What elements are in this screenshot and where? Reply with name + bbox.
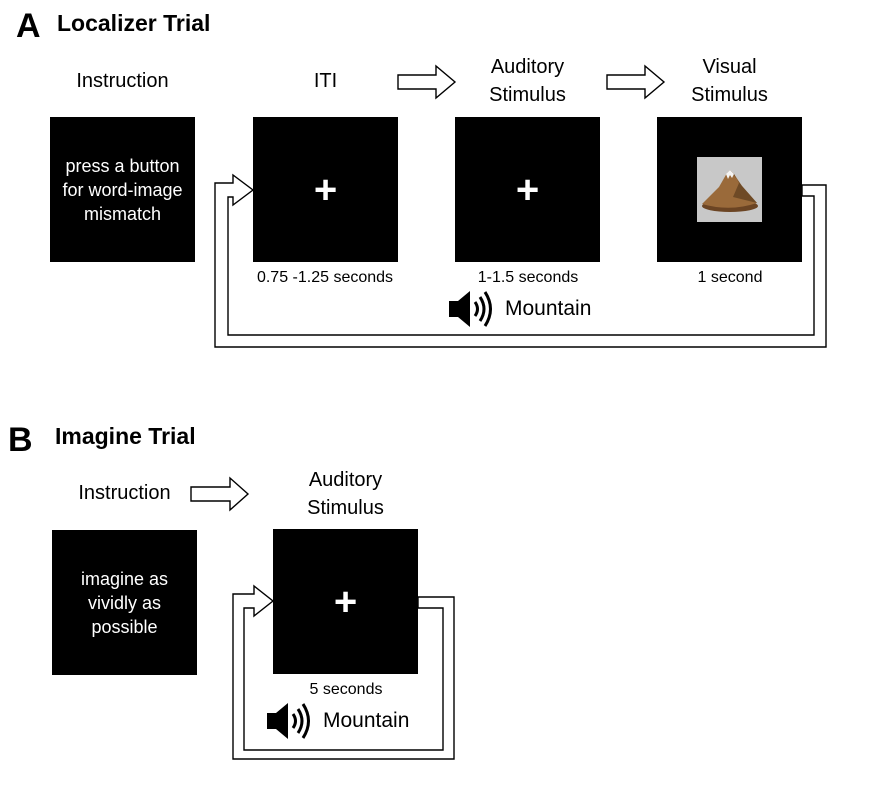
instruction-label-a: Instruction [76, 70, 169, 92]
iti-label: ITI [313, 70, 338, 92]
instruction-text-b-line1: imagine as [80, 568, 169, 589]
instruction-screen-a: press a button for word-image mismatch [50, 117, 195, 262]
auditory-screen-a: + [455, 117, 600, 262]
visual-label-line1: Visual [702, 56, 757, 78]
panel-a-title: Localizer Trial [57, 10, 211, 36]
auditory-label-a-line1: Auditory [490, 56, 565, 78]
auditory-label-b-line2: Stimulus [307, 497, 384, 519]
speaker-icon [449, 291, 492, 327]
instruction-text-b-line2: vividly as [87, 592, 161, 613]
auditory-duration-a: 1-1.5 seconds [477, 269, 579, 286]
auditory-label-a: Auditory Stimulus [455, 53, 600, 109]
loop-arrow-b [232, 584, 455, 760]
fixation-cross-iti: + [313, 167, 338, 212]
visual-label: Visual Stimulus [657, 53, 802, 109]
panel-b-title: Imagine Trial [55, 423, 196, 449]
arrow-iti-to-auditory [397, 64, 457, 100]
instruction-text-b-line3: possible [91, 616, 158, 637]
iti-duration: 0.75 -1.25 seconds [256, 269, 394, 286]
visual-duration: 1 second [697, 269, 763, 286]
fixation-cross-auditory-b: + [333, 579, 358, 624]
arrow-auditory-to-visual [606, 64, 666, 100]
loop-arrow-a [214, 173, 827, 348]
instruction-label-b: Instruction [78, 482, 171, 504]
visual-screen [657, 117, 802, 262]
panel-b-letter: B [8, 421, 33, 459]
instruction-text-a-line3: mismatch [83, 203, 161, 224]
sound-word-a: Mountain [505, 297, 592, 320]
iti-screen: + [253, 117, 398, 262]
visual-label-line2: Stimulus [691, 84, 768, 106]
mountain-image [697, 157, 762, 222]
auditory-screen-b: + [273, 529, 418, 674]
arrow-instruction-to-auditory-b [190, 476, 250, 512]
instruction-screen-b: imagine as vividly as possible [52, 530, 197, 675]
fixation-cross-auditory-a: + [515, 167, 540, 212]
auditory-duration-b: 5 seconds [309, 681, 383, 698]
instruction-text-a-line2: for word-image [62, 179, 183, 200]
instruction-text-a-line1: press a button [65, 155, 180, 176]
auditory-label-a-line2: Stimulus [489, 84, 566, 106]
sound-word-b: Mountain [323, 709, 410, 732]
auditory-label-b: Auditory Stimulus [273, 466, 418, 522]
auditory-label-b-line1: Auditory [308, 469, 383, 491]
speaker-icon [267, 703, 310, 739]
panel-a-letter: A [16, 7, 41, 45]
